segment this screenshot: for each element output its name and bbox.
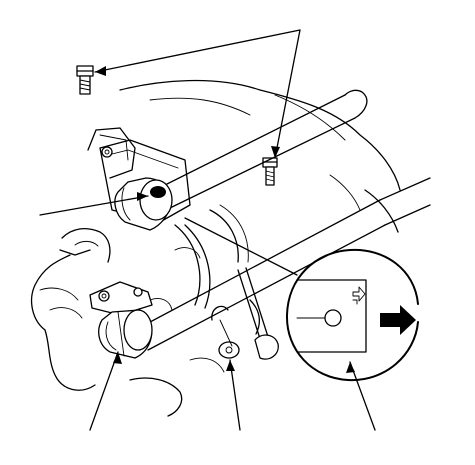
front-direction-symbol-icon <box>352 286 366 305</box>
lower-bushing <box>98 309 153 359</box>
upper-bracket <box>99 139 191 223</box>
stabilizer-bar <box>124 89 431 351</box>
engine-outline <box>31 79 401 417</box>
upper-bolt-left <box>76 65 94 95</box>
hoses <box>59 204 249 309</box>
upper-bushing <box>114 177 173 231</box>
stabilizer-link <box>211 267 279 360</box>
leader-lines <box>39 29 376 431</box>
detail-inset <box>285 248 419 382</box>
right-arrow-icon <box>380 305 416 335</box>
lower-bracket <box>89 281 153 316</box>
